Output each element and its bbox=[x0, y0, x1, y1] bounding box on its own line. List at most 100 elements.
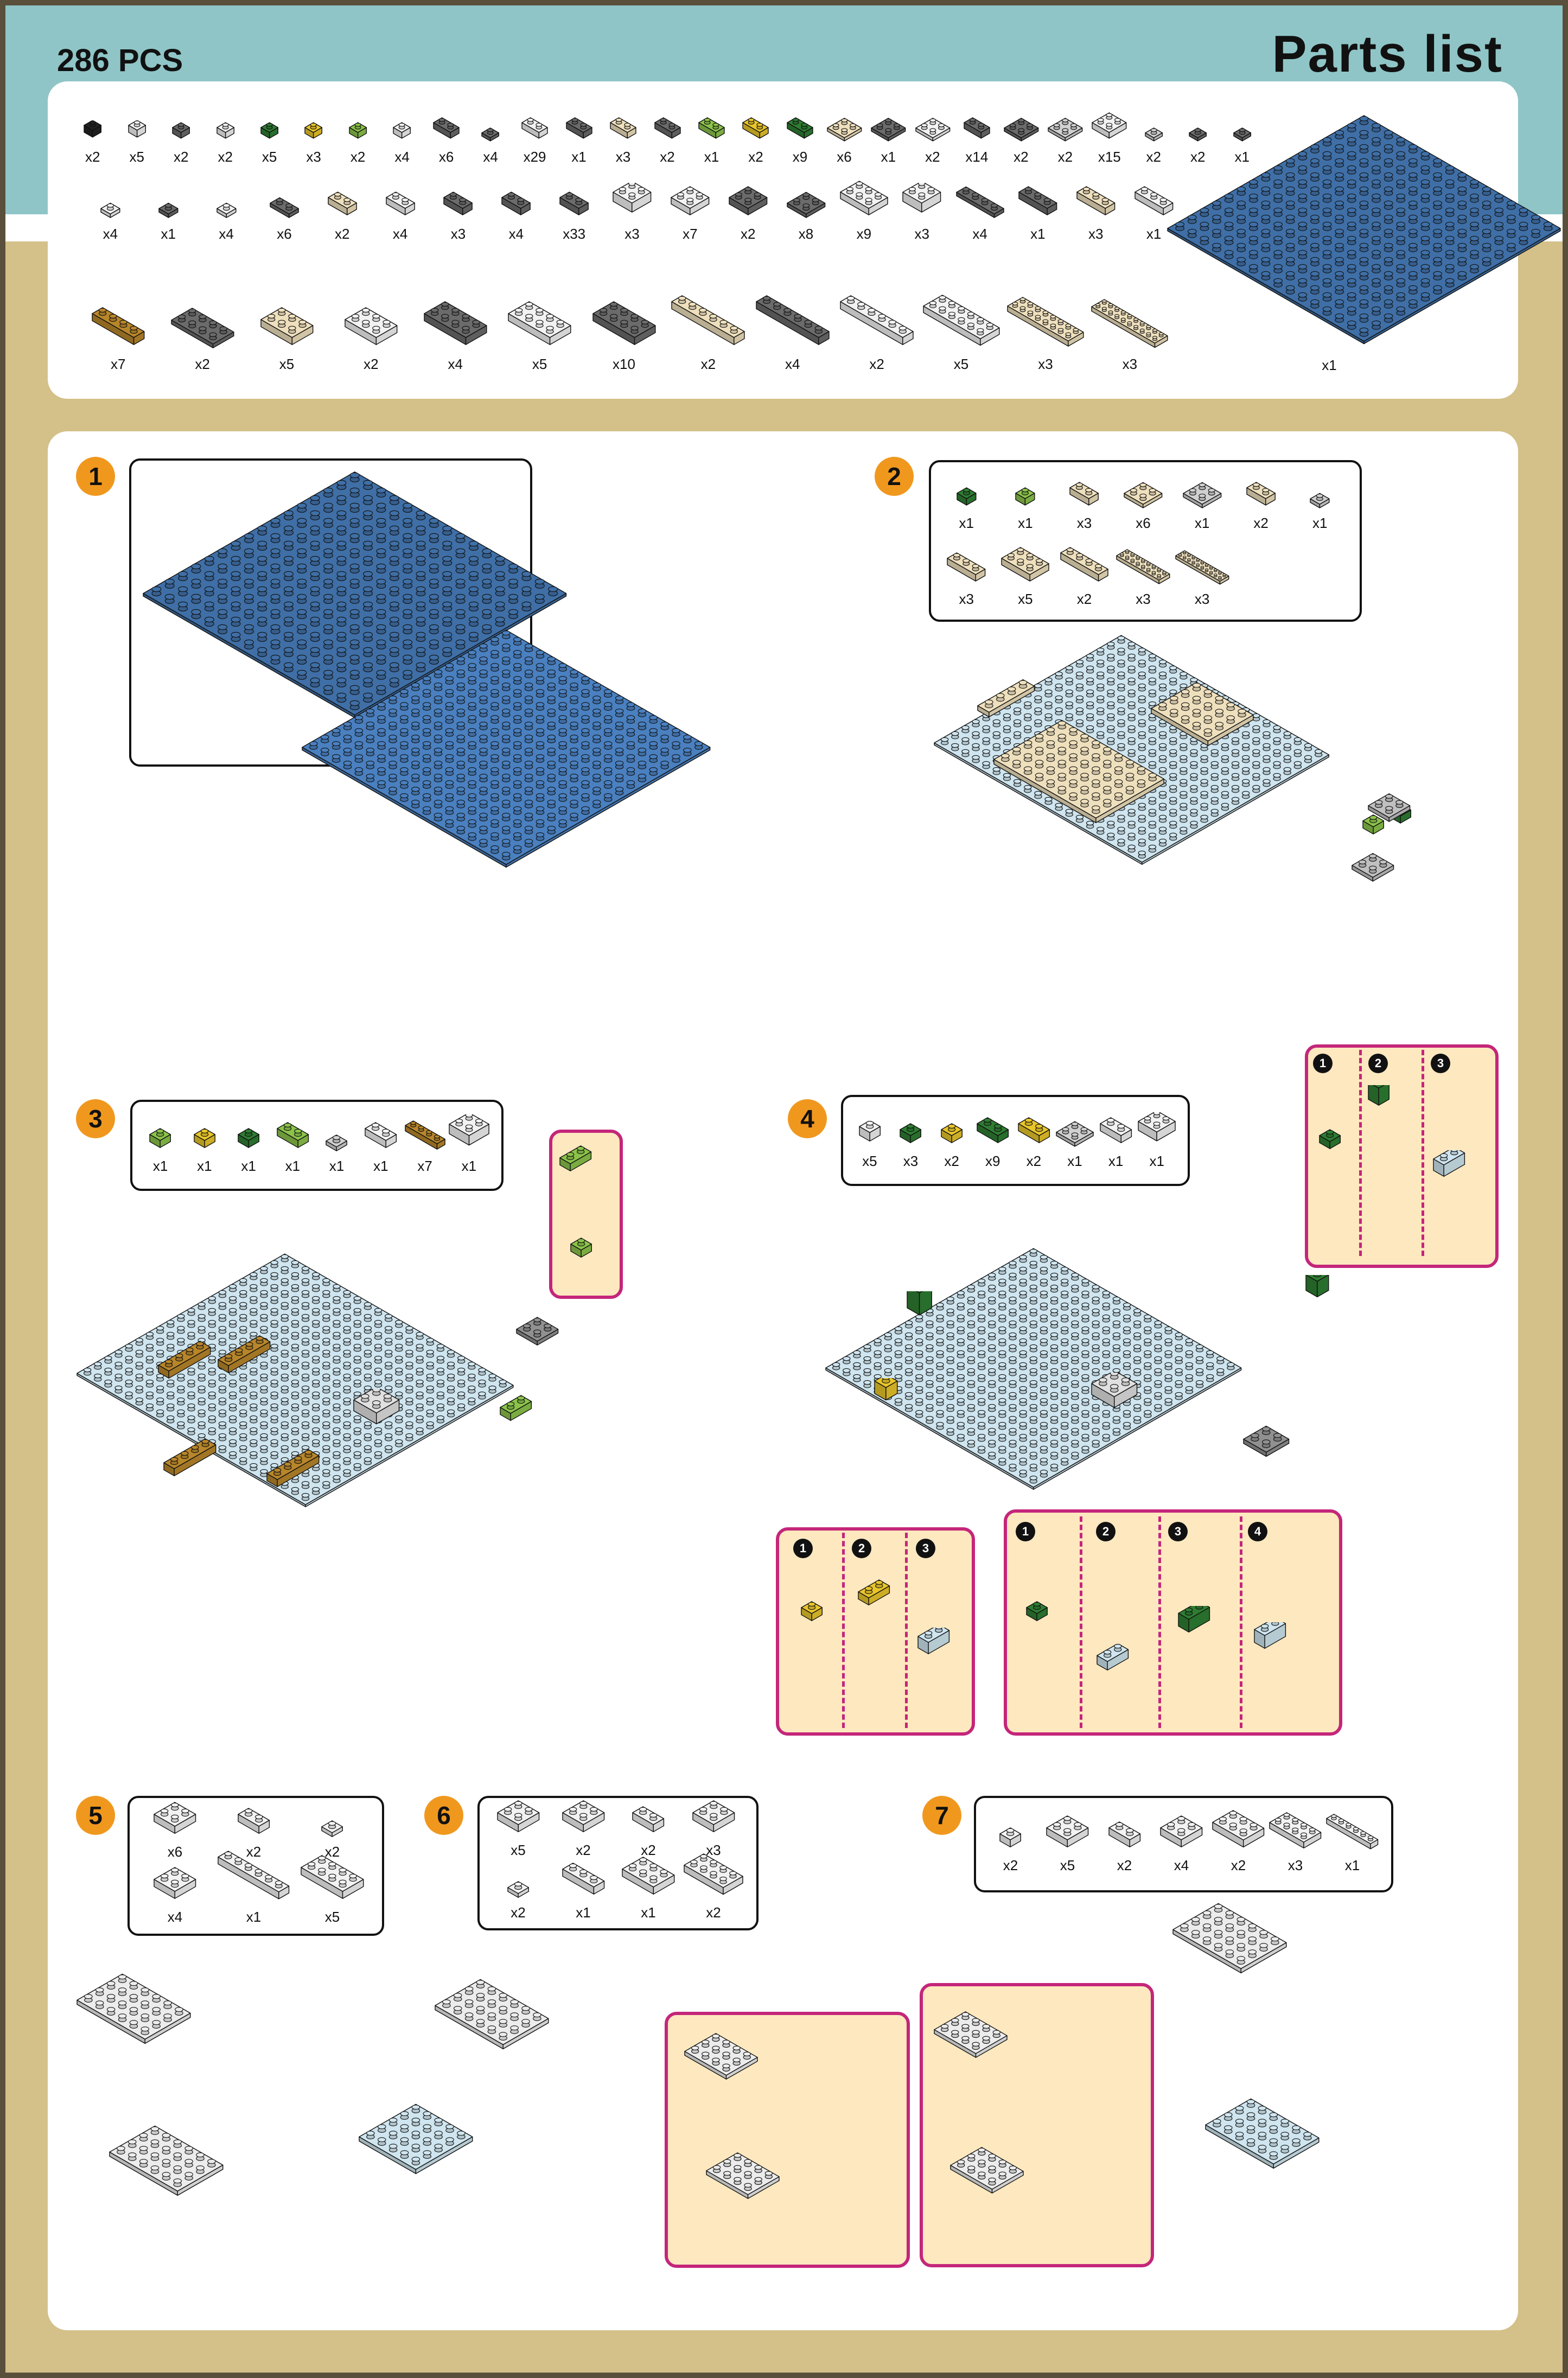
part-quantity: x4 bbox=[392, 226, 408, 242]
part-quantity: x1 bbox=[1234, 149, 1250, 165]
substep-3: 3 bbox=[1168, 1522, 1188, 1541]
yellow-slope-icon bbox=[1017, 1117, 1050, 1151]
part-quantity: x3 bbox=[306, 149, 321, 165]
dark-gray-2x4-tile-icon bbox=[170, 304, 235, 353]
part-quantity: x4 bbox=[394, 149, 410, 165]
white-corner-icon bbox=[915, 114, 951, 145]
lime-brick-piece bbox=[570, 1237, 592, 1265]
part-quantity: x2 bbox=[511, 1904, 526, 1921]
substep-1: 1 bbox=[1016, 1522, 1035, 1541]
part-quantity: x3 bbox=[914, 226, 929, 242]
dark-gray-2x2-tile-icon bbox=[786, 188, 826, 222]
dark-gray-clip-icon bbox=[1233, 124, 1252, 145]
tan-1x6-icon bbox=[671, 295, 745, 353]
dark-gray-1x6-icon bbox=[755, 295, 830, 353]
part-quantity: x2 bbox=[1014, 149, 1029, 165]
lime-slope-icon bbox=[698, 117, 725, 145]
part-quantity: x5 bbox=[1018, 590, 1033, 607]
white-1x6-icon bbox=[839, 295, 914, 353]
part-quantity: x1 bbox=[152, 1158, 168, 1174]
part-quantity: x8 bbox=[798, 226, 814, 242]
white-1x6-icon bbox=[1325, 1813, 1379, 1855]
part-quantity: x2 bbox=[335, 226, 350, 242]
green-1x1-icon bbox=[260, 122, 279, 145]
light-gray-2x2-tile-icon bbox=[1182, 479, 1222, 513]
part-quantity: x1 bbox=[641, 1904, 656, 1921]
part-quantity: x4 bbox=[785, 356, 800, 372]
tan-corner-icon bbox=[826, 114, 863, 145]
step-number-4: 4 bbox=[788, 1099, 827, 1138]
part-quantity: x2 bbox=[364, 356, 379, 372]
white-2x2-icon bbox=[1091, 112, 1127, 145]
light-gray-hinge-icon bbox=[325, 1131, 348, 1156]
part-quantity: x3 bbox=[1038, 356, 1053, 372]
part-quantity: x7 bbox=[417, 1158, 432, 1174]
lime-slope-piece bbox=[559, 1145, 592, 1179]
part-quantity: x2 bbox=[706, 1904, 721, 1921]
white-1x2-icon bbox=[1108, 1821, 1141, 1855]
part-quantity: x2 bbox=[1146, 149, 1162, 165]
substep-divider bbox=[1240, 1516, 1242, 1728]
part-quantity: x1 bbox=[241, 1158, 256, 1174]
green-plant-model-right bbox=[1305, 1275, 1330, 1314]
dark-gray-1x3-icon bbox=[1018, 186, 1058, 222]
green-slope-icon bbox=[976, 1117, 1009, 1151]
light-rock-d bbox=[1253, 1622, 1286, 1662]
step-3-parts-box bbox=[130, 1100, 503, 1191]
dark-gray-slope-icon bbox=[501, 191, 531, 222]
part-quantity: x3 bbox=[624, 226, 640, 242]
tan-2x10-icon bbox=[1175, 550, 1230, 588]
part-quantity: x3 bbox=[903, 1153, 919, 1169]
light-baseplate-model-4 bbox=[825, 1242, 1242, 1493]
white-1x2-icon bbox=[521, 117, 549, 145]
part-quantity: x4 bbox=[448, 356, 463, 372]
dark-tan-brick-b bbox=[217, 1335, 271, 1381]
part-quantity: x4 bbox=[483, 149, 498, 165]
dark-gray-corner-icon bbox=[870, 114, 907, 145]
dark-gray-2x4-icon bbox=[423, 301, 488, 353]
white-rounded-plate-icon bbox=[216, 199, 237, 222]
white-2x2-icon bbox=[670, 186, 710, 222]
part-quantity: x5 bbox=[279, 356, 295, 372]
white-1x2-icon bbox=[632, 1806, 665, 1840]
part-quantity: x1 bbox=[576, 1904, 591, 1921]
tan-1x2-icon bbox=[609, 117, 637, 145]
white-2x2-icon bbox=[1046, 1815, 1089, 1855]
green-slope-icon bbox=[786, 117, 814, 145]
dark-gray-1x1-icon bbox=[171, 122, 190, 145]
white-clip-plate-icon bbox=[100, 199, 121, 222]
white-2x2-brick-icon bbox=[448, 1114, 490, 1156]
part-quantity: x29 bbox=[523, 149, 546, 165]
part-quantity: x2 bbox=[85, 149, 100, 165]
dark-gray-2x2-tile-icon bbox=[1003, 114, 1040, 145]
part-quantity: x5 bbox=[511, 1842, 526, 1859]
part-quantity: x1 bbox=[197, 1158, 212, 1174]
yellow-1x1-icon bbox=[940, 1123, 963, 1151]
part-quantity: x4 bbox=[103, 226, 118, 242]
callout-plate-b bbox=[705, 2149, 780, 2203]
light-gray-2x2-tile-icon bbox=[1047, 114, 1083, 145]
white-round-brick-icon bbox=[858, 1120, 881, 1151]
part-quantity: x3 bbox=[1076, 514, 1092, 531]
part-quantity: x2 bbox=[641, 1842, 656, 1859]
part-quantity: x2 bbox=[1057, 149, 1073, 165]
part-quantity: x1 bbox=[329, 1158, 345, 1174]
part-quantity: x1 bbox=[881, 149, 896, 165]
part-quantity: x5 bbox=[1060, 1857, 1075, 1874]
substep-2: 2 bbox=[852, 1539, 871, 1558]
dark-gray-clip-plate-icon bbox=[158, 199, 179, 222]
dark-tan-1x4-icon bbox=[91, 307, 145, 353]
tan-corner-icon bbox=[1123, 479, 1163, 513]
yellow-plant-model bbox=[874, 1378, 898, 1413]
part-quantity: x2 bbox=[350, 149, 366, 165]
page-title: Parts list bbox=[1272, 25, 1503, 83]
dark-tan-brick-c bbox=[163, 1438, 217, 1484]
sand-area-model bbox=[993, 716, 1165, 828]
piece-count: 286 PCS bbox=[57, 43, 183, 78]
part-quantity: x5 bbox=[324, 1909, 340, 1926]
white-2x3-icon bbox=[839, 180, 889, 222]
white-clip-plate-icon bbox=[507, 1877, 530, 1902]
callout-plate-c bbox=[933, 2007, 1008, 2062]
part-quantity: x2 bbox=[246, 1844, 262, 1860]
part-quantity: x4 bbox=[167, 1909, 183, 1926]
